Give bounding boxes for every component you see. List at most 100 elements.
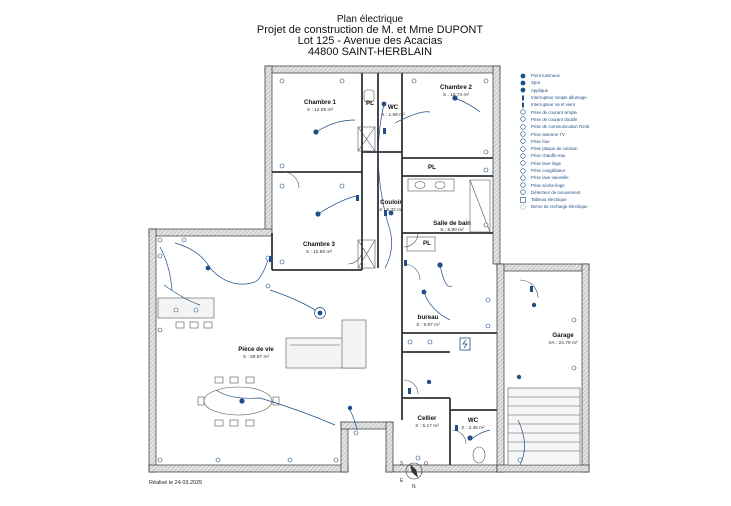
- room-wc2-name: WC: [468, 417, 479, 424]
- plan-title: Plan électrique Projet de construction d…: [210, 14, 530, 58]
- legend-label: Prise antenne TV: [531, 131, 565, 137]
- svg-text:E: E: [400, 478, 404, 484]
- prise-seche-linge-icon: [518, 182, 528, 188]
- legend-item: Prise antenne TV: [518, 130, 658, 137]
- legend-label: Prise de communication RJ45: [531, 124, 590, 130]
- electrical-wiring: [159, 97, 525, 466]
- legend-item: Borne de recharge électrique: [518, 203, 658, 210]
- legend-item: Prise lave-linge: [518, 160, 658, 167]
- title-line-4: 44800 SAINT-HERBLAIN: [307, 46, 433, 58]
- prise-antenne-icon: [518, 131, 528, 137]
- room-cellier-name: Cellier: [418, 415, 438, 422]
- legend-label: Point lumineux: [531, 73, 560, 79]
- legend-item: Applique: [518, 87, 658, 94]
- legend-item: Prise de communication RJ45: [518, 123, 658, 130]
- legend-item: Prise four: [518, 138, 658, 145]
- prise-double-icon: [518, 116, 528, 123]
- legend-label: Prise sèche-linge: [531, 182, 565, 188]
- point-lumineux-icon: [518, 73, 528, 79]
- switches: [269, 128, 533, 431]
- room-chambre2-name: Chambre 2: [440, 84, 473, 91]
- room-bureau-name: bureau: [418, 314, 439, 321]
- legend-label: Prise de courant simple: [531, 109, 577, 115]
- title-line-3: Lot 125 - Avenue des Acacias: [297, 35, 443, 47]
- interrupteur-simple-icon: [518, 95, 528, 101]
- spot-icon: [518, 80, 528, 86]
- room-sdb-area: S : 6.90 m²: [440, 227, 464, 233]
- legend-label: Prise lave-linge: [531, 160, 562, 166]
- legend-item: Prise plaque de cuisson: [518, 145, 658, 152]
- room-couloir-name: Couloir: [380, 199, 402, 206]
- outlets: [157, 78, 577, 463]
- tableau-electrique-icon: [518, 196, 528, 203]
- room-couloir-area: S : 5.32 m²: [379, 207, 403, 213]
- legend-label: Prise congélateur: [531, 168, 566, 173]
- legend-label: Interrupteur va et vient: [531, 102, 575, 108]
- tableau-electrique-icon: [459, 337, 471, 351]
- room-garage-name: Garage: [552, 332, 574, 339]
- legend-item: Spot: [518, 79, 658, 86]
- legend-item: Tableau électrique: [518, 196, 658, 203]
- room-chambre3-name: Chambre 3: [303, 241, 336, 248]
- closet-label-2: PL: [428, 164, 436, 171]
- legend-item: Prise lave-vaisselle: [518, 174, 658, 181]
- room-chambre2-area: S : 10.74 m²: [443, 92, 470, 98]
- room-wc1-area: S : 1.69 m²: [381, 112, 405, 118]
- interior-walls: [271, 73, 497, 465]
- detecteur-mouvement-icon: [518, 189, 528, 195]
- legend-item: Détecteur de mouvement: [518, 189, 658, 196]
- room-bureau-area: S : 9.87 m²: [416, 322, 440, 328]
- legend-item: Prise chauffe-eau: [518, 152, 658, 159]
- legend-label: Applique: [531, 87, 549, 93]
- room-piece-de-vie-name: Pièce de vie: [238, 346, 274, 353]
- legend-item: Interrupteur va et vient: [518, 101, 658, 108]
- svg-text:O: O: [424, 461, 428, 467]
- room-wc2-area: S : 2.38 m²: [461, 425, 485, 431]
- legend-item: Prise de courant simple: [518, 108, 658, 115]
- prise-plaque-icon: [518, 146, 528, 152]
- closet-label-3: PL: [423, 240, 431, 247]
- room-chambre1-area: S : 12.09 m²: [307, 107, 334, 113]
- prise-simple-icon: [518, 109, 528, 115]
- svg-text:N: N: [412, 484, 416, 490]
- legend-item: Point lumineux: [518, 72, 658, 79]
- prise-four-icon: [518, 138, 528, 144]
- fixtures: [157, 89, 581, 466]
- room-garage-area: SA : 24.79 m²: [548, 340, 577, 346]
- footer-date: Réalisé le 24.03.2025: [149, 480, 203, 486]
- legend-label: Prise plaque de cuisson: [531, 146, 578, 152]
- prise-lave-vaisselle-icon: [518, 175, 528, 181]
- legend-label: Prise four: [531, 138, 550, 144]
- title-line-1: Plan électrique: [336, 14, 404, 25]
- applique-icon: [518, 87, 528, 93]
- legend-label: Prise de courant double: [531, 116, 578, 122]
- room-cellier-area: S : 5.17 m²: [415, 423, 439, 429]
- legend-label: Spot: [531, 80, 541, 86]
- legend-label: Borne de recharge électrique: [531, 204, 588, 210]
- electrical-symbols: [205, 95, 537, 441]
- compass-icon: S O E N: [400, 461, 428, 490]
- prise-lave-linge-icon: [518, 160, 528, 166]
- room-labels: Chambre 1 S : 12.09 m² WC S : 1.69 m² Ch…: [238, 84, 578, 431]
- title-line-2: Projet de construction de M. et Mme DUPO…: [256, 24, 484, 36]
- legend-item: Interrupteur simple allumage: [518, 94, 658, 101]
- closet-label-1: PL: [366, 100, 374, 107]
- exterior-walls: [148, 65, 590, 473]
- room-chambre3-area: S : 10.80 m²: [306, 249, 333, 255]
- prise-rj45-icon: [518, 124, 528, 130]
- legend-item: Prise de courant double: [518, 116, 658, 123]
- legend-label: Interrupteur simple allumage: [531, 95, 587, 101]
- legend-label: Tableau électrique: [531, 197, 567, 203]
- interrupteur-va-et-vient-icon: [518, 102, 528, 108]
- legend-label: Prise chauffe-eau: [531, 153, 566, 159]
- borne-recharge-icon: [518, 204, 528, 210]
- room-piece-de-vie-area: S : 59.87 m²: [243, 354, 270, 360]
- room-chambre1-name: Chambre 1: [304, 99, 337, 106]
- legend-label: Détecteur de mouvement: [531, 189, 581, 195]
- prise-chauffe-eau-icon: [518, 153, 528, 159]
- legend-item: Prise sèche-linge: [518, 181, 658, 188]
- room-wc1-name: WC: [388, 104, 399, 111]
- room-sdb-name: Salle de bain: [433, 220, 471, 227]
- legend-label: Prise lave-vaisselle: [531, 175, 569, 181]
